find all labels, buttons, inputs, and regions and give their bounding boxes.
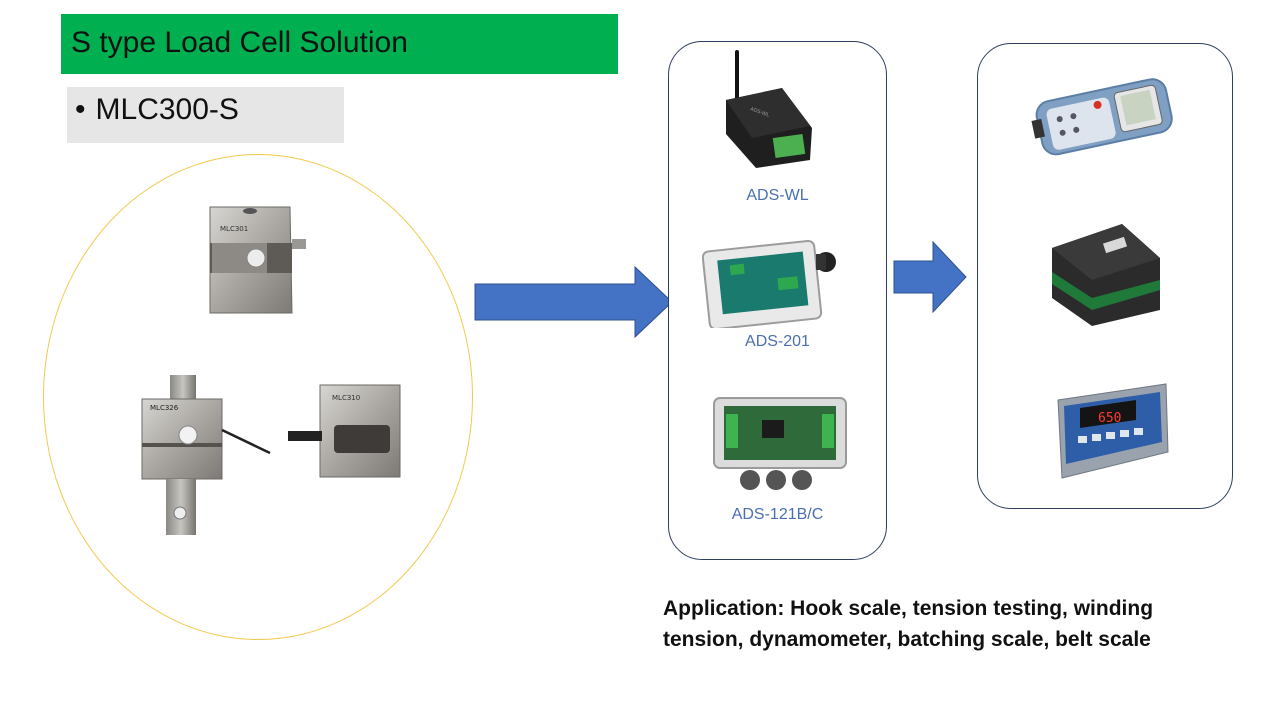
weighing-indicator-image: 650 [1057,383,1169,479]
model-name: MLC300-S [95,93,239,126]
module-label-ads-wl: ADS-WL [746,187,809,204]
model-bullet-box: • MLC300-S [67,87,344,143]
module-image-ads-201 [702,239,836,328]
handheld-indicator-image [1031,78,1173,156]
module-label-ads-121bc: ADS-121B/C [731,506,824,523]
arrow-right-icon [893,241,967,313]
plc-module-image [1052,224,1160,326]
load-cell-label-mlc326: MLC326 [150,404,179,412]
load-cell-label-mlc310: MLC310 [332,394,360,402]
load-cell-label-mlc301: MLC301 [220,225,248,233]
module-label-ads-201: ADS-201 [745,333,810,350]
load-cell-images: MLC301 MLC326 MLC310 [141,206,401,535]
load-cell-mlc326: MLC326 [141,375,271,535]
page-title: S type Load Cell Solution [61,14,618,74]
module-image-ads-wl: ADS-WL [726,50,812,168]
load-cell-mlc310: MLC310 [288,384,401,478]
module-image-ads-121bc [713,397,847,490]
application-text: Application: Hook scale, tension testing… [663,597,1154,651]
load-cell-mlc301: MLC301 [209,206,306,314]
arrow-right-icon [474,266,673,338]
load-cell-oval [43,154,473,640]
indicator-display-value: 650 [1098,411,1121,426]
bullet-glyph: • [75,93,86,126]
